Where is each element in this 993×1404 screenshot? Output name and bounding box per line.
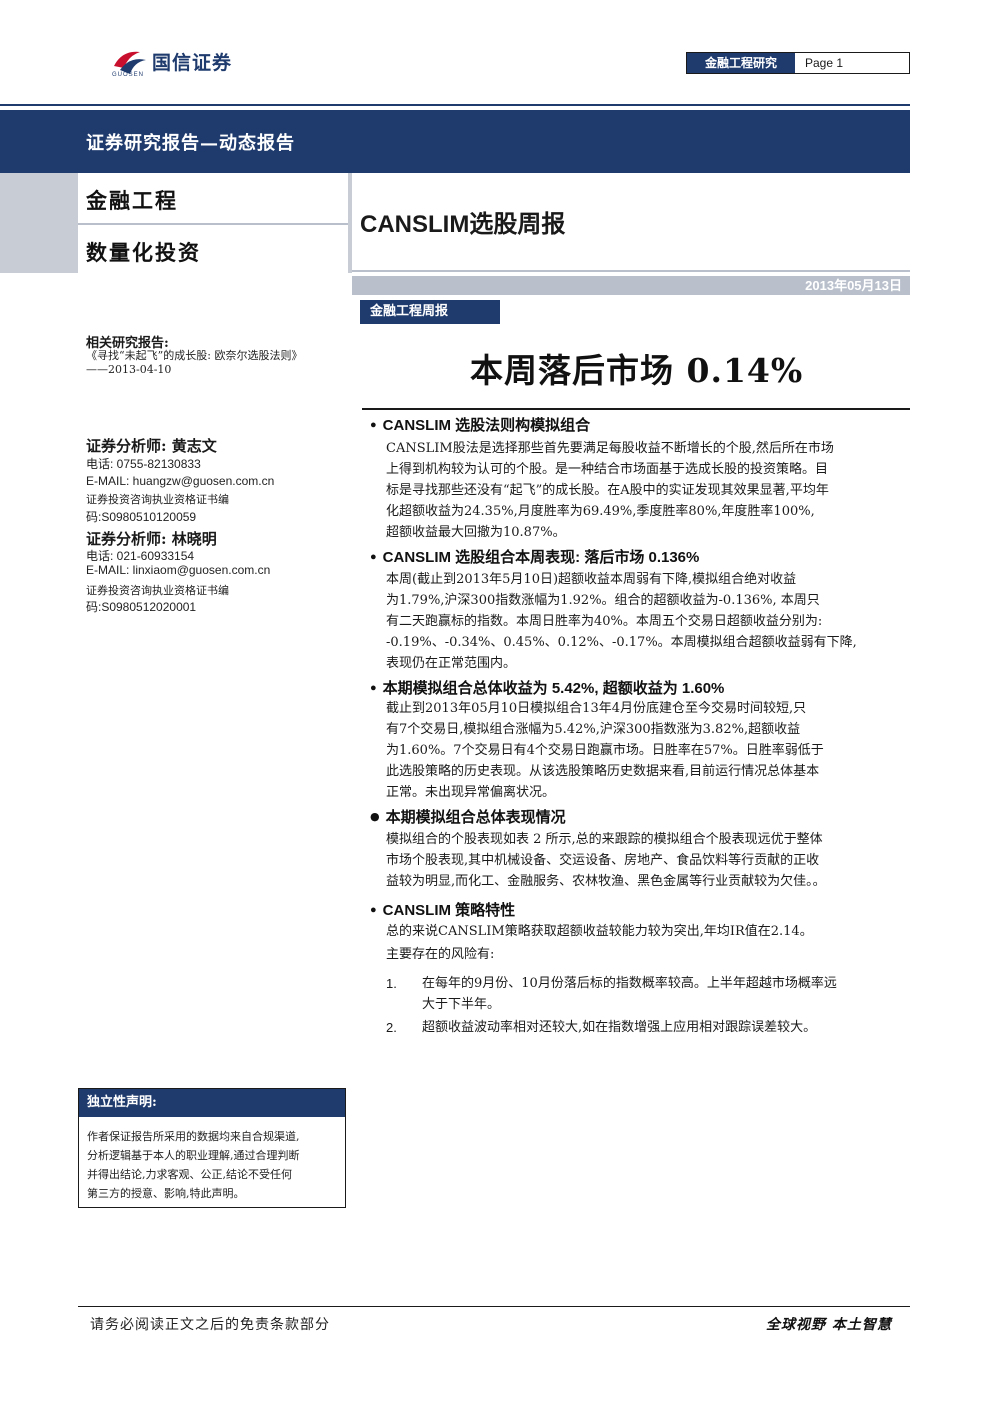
weekly-tag: 金融工程周报 (360, 300, 500, 324)
analyst-email: E-MAIL: linxiaom@guosen.com.cn (86, 563, 271, 577)
section-body: 总的来说CANSLIM策略获取超额收益较能力较为突出,年均IR值在2.14。 主… (386, 921, 906, 965)
analyst-title: 证券分析师: 林晓明 (86, 530, 217, 548)
category-quant-investing: 数量化投资 (78, 225, 348, 272)
report-type-title: 证券研究报告—动态报告 (86, 133, 295, 154)
analyst-phone: 电话: 0755-82130833 (86, 457, 201, 471)
risk-item: 2. 超额收益波动率相对还较大,如在指数增强上应用相对跟踪误差较大。 (386, 1017, 906, 1038)
category-financial-engineering: 金融工程 (78, 173, 348, 225)
brand-sub: GUOSEN (112, 72, 145, 78)
body-line: 有二天跑赢标的指数。本周日胜率为40%。本周五个交易日超额收益分别为: (386, 614, 823, 629)
section-body: 本周(截止到2013年5月10日)超额收益本周弱有下降,模拟组合绝对收益 为1.… (386, 569, 906, 674)
left-grey-block (0, 173, 78, 273)
guosen-logo-icon (114, 51, 146, 74)
body-line: 大于下半年。 (422, 997, 501, 1012)
related-reports-title: 相关研究报告: (86, 336, 169, 351)
section-body: 截止到2013年05月10日模拟组合13年4月份底建仓至今交易时间较短,只 有7… (386, 698, 906, 803)
divider-strip (348, 173, 352, 273)
footer-rule (78, 1306, 910, 1307)
report-date: 2013年05月13日 (805, 278, 902, 293)
footer-slogan: 全球视野 本土智慧 (766, 1317, 892, 1333)
title-rule (352, 270, 910, 272)
body-line: -0.19%、-0.34%、0.45%、0.12%、-0.17%。本周模拟组合超… (386, 635, 857, 650)
body-line: 化超额收益为24.35%,月度胜率为69.49%,季度胜率80%,年度胜率100… (386, 504, 815, 519)
declaration-line: 分析逻辑基于本人的职业理解,通过合理判断 (87, 1149, 300, 1162)
body-line: 益较为明显,而化工、金融服务、农林牧渔、黑色金属等行业贡献较为欠佳。。 (386, 874, 826, 889)
body-line: 市场个股表现,其中机械设备、交运设备、房地产、食品饮料等行贡献的正收 (386, 853, 820, 868)
section-heading: CANSLIM 选股法则构模拟组合 (370, 414, 591, 435)
body-line: 上得到机构较为认可的个股。是一种结合市场面基于选成长股的投资策略。目 (386, 462, 829, 477)
body-line: 截止到2013年05月10日模拟组合13年4月份底建仓至今交易时间较短,只 (386, 701, 807, 716)
related-report-item: 《寻找“未起飞”的成长股: 欧奈尔选股法则》 (86, 349, 303, 362)
section-heading: 本期模拟组合总体收益为 5.42%, 超额收益为 1.60% (370, 677, 725, 698)
declaration-line: 第三方的授意、影响,特此声明。 (87, 1187, 245, 1200)
header-tag-box: 金融工程研究 Page 1 (686, 52, 910, 74)
body-line: 模拟组合的个股表现如表 2 所示,总的来跟踪的模拟组合个股表现远优于整体 (386, 832, 823, 847)
body-line: 本周(截止到2013年5月10日)超额收益本周弱有下降,模拟组合绝对收益 (386, 572, 797, 587)
headline-rule (362, 408, 910, 410)
date-bar: 2013年05月13日 (352, 276, 910, 295)
analyst-email: E-MAIL: huangzw@guosen.com.cn (86, 474, 275, 488)
independence-declaration: 独立性声明: 作者保证报告所采用的数据均来自合规渠道, 分析逻辑基于本人的职业理… (78, 1088, 346, 1208)
category-label: 金融工程 (86, 188, 178, 213)
body-line: 超额收益波动率相对还较大,如在指数增强上应用相对跟踪误差较大。 (422, 1020, 817, 1035)
body-line: 在每年的9月份、10月份落后标的指数概率较高。上半年超越市场概率远 (422, 976, 837, 991)
section-heading: CANSLIM 策略特性 (370, 899, 516, 920)
body-line: 有7个交易日,模拟组合涨幅为5.42%,沪深300指数涨为3.82%,超额收益 (386, 722, 801, 737)
analyst-cert-no: 码:S0980512020001 (86, 600, 197, 614)
header-rule (0, 104, 910, 106)
body-line: 主要存在的风险有: (386, 947, 495, 962)
risk-number: 1. (386, 976, 397, 991)
body-line: 表现仍在正常范围内。 (386, 656, 517, 671)
analyst-cert-label: 证券投资咨询执业资格证书编 (86, 493, 229, 506)
category-label: 数量化投资 (86, 240, 201, 265)
page-number: Page 1 (805, 56, 844, 70)
analyst-title: 证券分析师: 黄志文 (86, 437, 217, 455)
risk-number: 2. (386, 1020, 397, 1035)
header-tag: 金融工程研究 (687, 53, 795, 73)
body-line: 总的来说CANSLIM策略获取超额收益较能力较为突出,年均IR值在2.14。 (386, 924, 813, 939)
declaration-text: 作者保证报告所采用的数据均来自合规渠道, 分析逻辑基于本人的职业理解,通过合理判… (87, 1127, 339, 1203)
body-line: 此选股策略的历史表现。从该选股策略历史数据来看,目前运行情况总体基本 (386, 764, 820, 779)
body-line: 为1.60%。7个交易日有4个交易日跑赢市场。日胜率在57%。日胜率弱低于 (386, 743, 824, 758)
headline: 本周落后市场 0.14% (470, 351, 804, 390)
brand-name: 国信证券 (152, 52, 233, 74)
section-body: CANSLIM股法是选择那些首先要满足每股收益不断增长的个股,然后所在市场 上得… (386, 438, 906, 543)
declaration-title: 独立性声明: (79, 1089, 345, 1117)
analyst-cert-label: 证券投资咨询执业资格证书编 (86, 584, 229, 597)
analyst-phone: 电话: 021-60933154 (86, 549, 195, 563)
body-line: 超额收益最大回撤为10.87%。 (386, 525, 566, 540)
risk-item: 1. 在每年的9月份、10月份落后标的指数概率较高。上半年超越市场概率远 大于下… (386, 973, 906, 1015)
risk-text: 在每年的9月份、10月份落后标的指数概率较高。上半年超越市场概率远 大于下半年。 (422, 973, 904, 1015)
section-heading: 本期模拟组合总体表现情况 (370, 806, 566, 827)
body-line: 正常。未出现异常偏离状况。 (386, 785, 556, 800)
analyst-cert-no: 码:S0980510120059 (86, 510, 197, 524)
section-heading: CANSLIM 选股组合本周表现: 落后市场 0.136% (370, 546, 700, 567)
risk-text: 超额收益波动率相对还较大,如在指数增强上应用相对跟踪误差较大。 (422, 1017, 904, 1038)
declaration-line: 作者保证报告所采用的数据均来自合规渠道, (87, 1130, 300, 1143)
declaration-line: 并得出结论,力求客观、公正,结论不受任何 (87, 1168, 292, 1181)
related-report-date: ——2013-04-10 (86, 363, 172, 376)
report-title: CANSLIM选股周报 (360, 211, 566, 238)
section-body: 模拟组合的个股表现如表 2 所示,总的来跟踪的模拟组合个股表现远优于整体 市场个… (386, 829, 906, 892)
report-type-banner (0, 110, 910, 173)
body-line: CANSLIM股法是选择那些首先要满足每股收益不断增长的个股,然后所在市场 (386, 441, 834, 456)
footer-disclaimer: 请务必阅读正文之后的免责条款部分 (90, 1317, 330, 1333)
body-line: 标是寻找那些还没有“起飞”的成长股。在A股中的实证发现其效果显著,平均年 (386, 483, 829, 498)
body-line: 为1.79%,沪深300指数涨幅为1.92%。组合的超额收益为-0.136%, … (386, 593, 820, 608)
